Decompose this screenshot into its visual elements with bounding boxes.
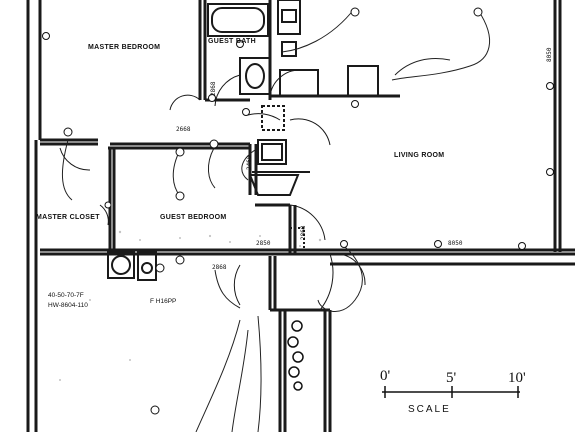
electrical-fixtures xyxy=(42,7,554,415)
scale-label-5: 5' xyxy=(446,370,457,386)
dimension-label: 2850 xyxy=(256,240,271,247)
note-line: F H16PP xyxy=(150,298,177,305)
dimension-label: 2868 xyxy=(210,81,217,96)
note-line: 40-50-70-7F xyxy=(48,292,84,299)
hall-closets xyxy=(107,105,310,281)
note-line: HW-8604-110 xyxy=(48,302,88,309)
room-label-living-room: LIVING ROOM xyxy=(394,152,445,159)
dimension-label: 2668 xyxy=(176,126,191,133)
planter-circles xyxy=(287,320,304,391)
room-label-master-bedroom: MASTER BEDROOM xyxy=(88,44,161,51)
dimension-label: 2868 xyxy=(300,225,307,240)
wiring xyxy=(61,7,490,433)
door-swings xyxy=(59,69,366,311)
scale-label-10: 10' xyxy=(508,370,526,386)
dimension-label: 2868 xyxy=(212,264,227,271)
room-label-guest-bedroom: GUEST BEDROOM xyxy=(160,214,227,221)
dimension-label: 2460 xyxy=(246,155,253,170)
room-label-master-closet: MASTER CLOSET xyxy=(36,214,100,221)
scale-bar xyxy=(382,386,520,398)
scale-label-0: 0' xyxy=(380,368,391,384)
dimension-label: 8050 xyxy=(448,240,463,247)
room-label-guest-bath: GUEST BATH xyxy=(208,38,256,45)
walls xyxy=(26,0,575,432)
scale-title: SCALE xyxy=(408,404,451,415)
scan-noise xyxy=(59,221,322,381)
dimension-label: 8050 xyxy=(546,47,553,62)
